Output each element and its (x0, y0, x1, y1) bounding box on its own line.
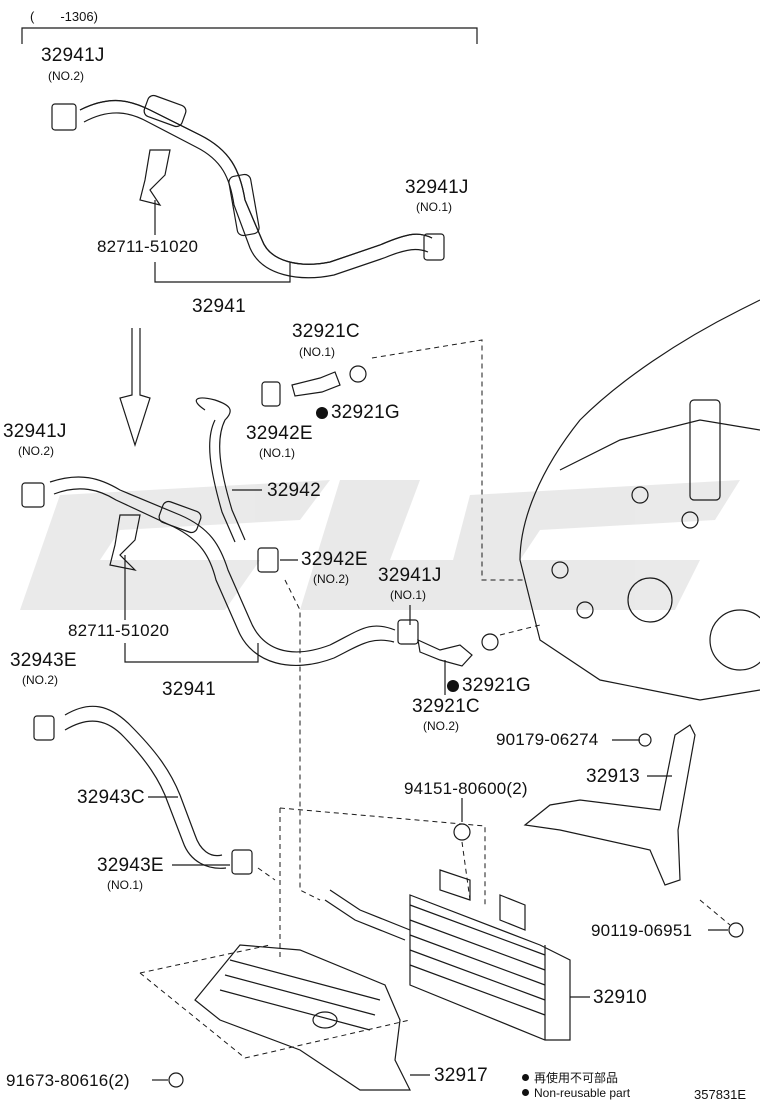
label-91673: 91673-80616(2) (6, 1071, 130, 1090)
label-no1-c: (NO.1) (259, 446, 295, 460)
label-90119: 90119-06951 (591, 921, 693, 940)
label-32941J-no2-mid: 32941J (3, 421, 67, 442)
bracket-32913 (523, 724, 696, 886)
hose-32943C (33, 705, 253, 875)
legend-text-ja: 再使用不可部品 (534, 1071, 619, 1085)
label-no1-b: (NO.1) (299, 345, 335, 359)
watermark-logo (20, 480, 740, 610)
legend-line-2: Non-reusable part (522, 1086, 630, 1101)
hose-32941-lower (21, 476, 419, 667)
label-no1-d: (NO.1) (390, 588, 426, 602)
union-32921C-upper (291, 365, 367, 397)
label-32921G-upper-text: 32921G (331, 402, 400, 423)
bracket-32941-upper (154, 262, 291, 283)
legend-text-en: Non-reusable part (534, 1086, 631, 1100)
bolt-90119 (728, 922, 744, 938)
legend-dot (522, 1089, 529, 1096)
union-32921C-lower (417, 633, 499, 667)
hose-32941-upper (51, 94, 445, 279)
label-no2-a: (NO.2) (48, 69, 84, 83)
hose-32942 (195, 381, 281, 573)
cover-32917 (194, 944, 411, 1091)
non-reusable-dot (316, 407, 328, 419)
transmission-housing (519, 299, 760, 701)
label-32921G-upper: 32921G (316, 403, 400, 422)
label-32941J-no1-mid: 32941J (378, 565, 442, 586)
direction-arrow (119, 328, 151, 447)
label-no2-b: (NO.2) (18, 444, 54, 458)
label-32910: 32910 (593, 987, 647, 1008)
production-range: ( -1306) (30, 9, 98, 24)
legend: 再使用不可部品 Non-reusable part (522, 1071, 630, 1101)
label-no2-c: (NO.2) (313, 572, 349, 586)
bolt-94151 (453, 823, 471, 841)
label-no1-e: (NO.1) (107, 878, 143, 892)
label-32913: 32913 (586, 766, 640, 787)
label-32921C-no2: 32921C (412, 696, 480, 717)
label-32941-upper: 32941 (192, 296, 246, 317)
bracket-32941-lower (124, 643, 259, 663)
label-32921G-lower: 32921G (447, 676, 531, 695)
label-32921G-lower-text: 32921G (462, 675, 531, 696)
label-32941-lower: 32941 (162, 679, 216, 700)
label-82711-lower: 82711-51020 (68, 621, 170, 640)
label-32942: 32942 (267, 480, 321, 501)
dashed-guides (139, 339, 731, 1059)
non-reusable-dot (447, 680, 459, 692)
label-82711-upper: 82711-51020 (97, 237, 199, 256)
label-32943E-no1: 32943E (97, 855, 164, 876)
label-no2-d: (NO.2) (22, 673, 58, 687)
label-32941J-no2-top: 32941J (41, 45, 105, 66)
label-no2-e: (NO.2) (423, 719, 459, 733)
leader-lines (124, 200, 728, 1081)
label-no1-a: (NO.1) (416, 200, 452, 214)
label-94151: 94151-80600(2) (404, 779, 528, 798)
label-32941J-no1-top: 32941J (405, 177, 469, 198)
legend-line-1: 再使用不可部品 (522, 1071, 630, 1086)
label-32917: 32917 (434, 1065, 488, 1086)
label-32921C-no1: 32921C (292, 321, 360, 342)
label-32942E-no2: 32942E (301, 549, 368, 570)
label-32943E-no2: 32943E (10, 650, 77, 671)
header-bracket (21, 27, 478, 44)
bolt-91673 (168, 1072, 184, 1088)
label-32943C: 32943C (77, 787, 145, 808)
oil-cooler-32910 (324, 869, 571, 1041)
figure-id: 357831E (694, 1087, 747, 1102)
label-90179: 90179-06274 (496, 730, 599, 749)
legend-dot (522, 1074, 529, 1081)
label-32942E-no1: 32942E (246, 423, 313, 444)
